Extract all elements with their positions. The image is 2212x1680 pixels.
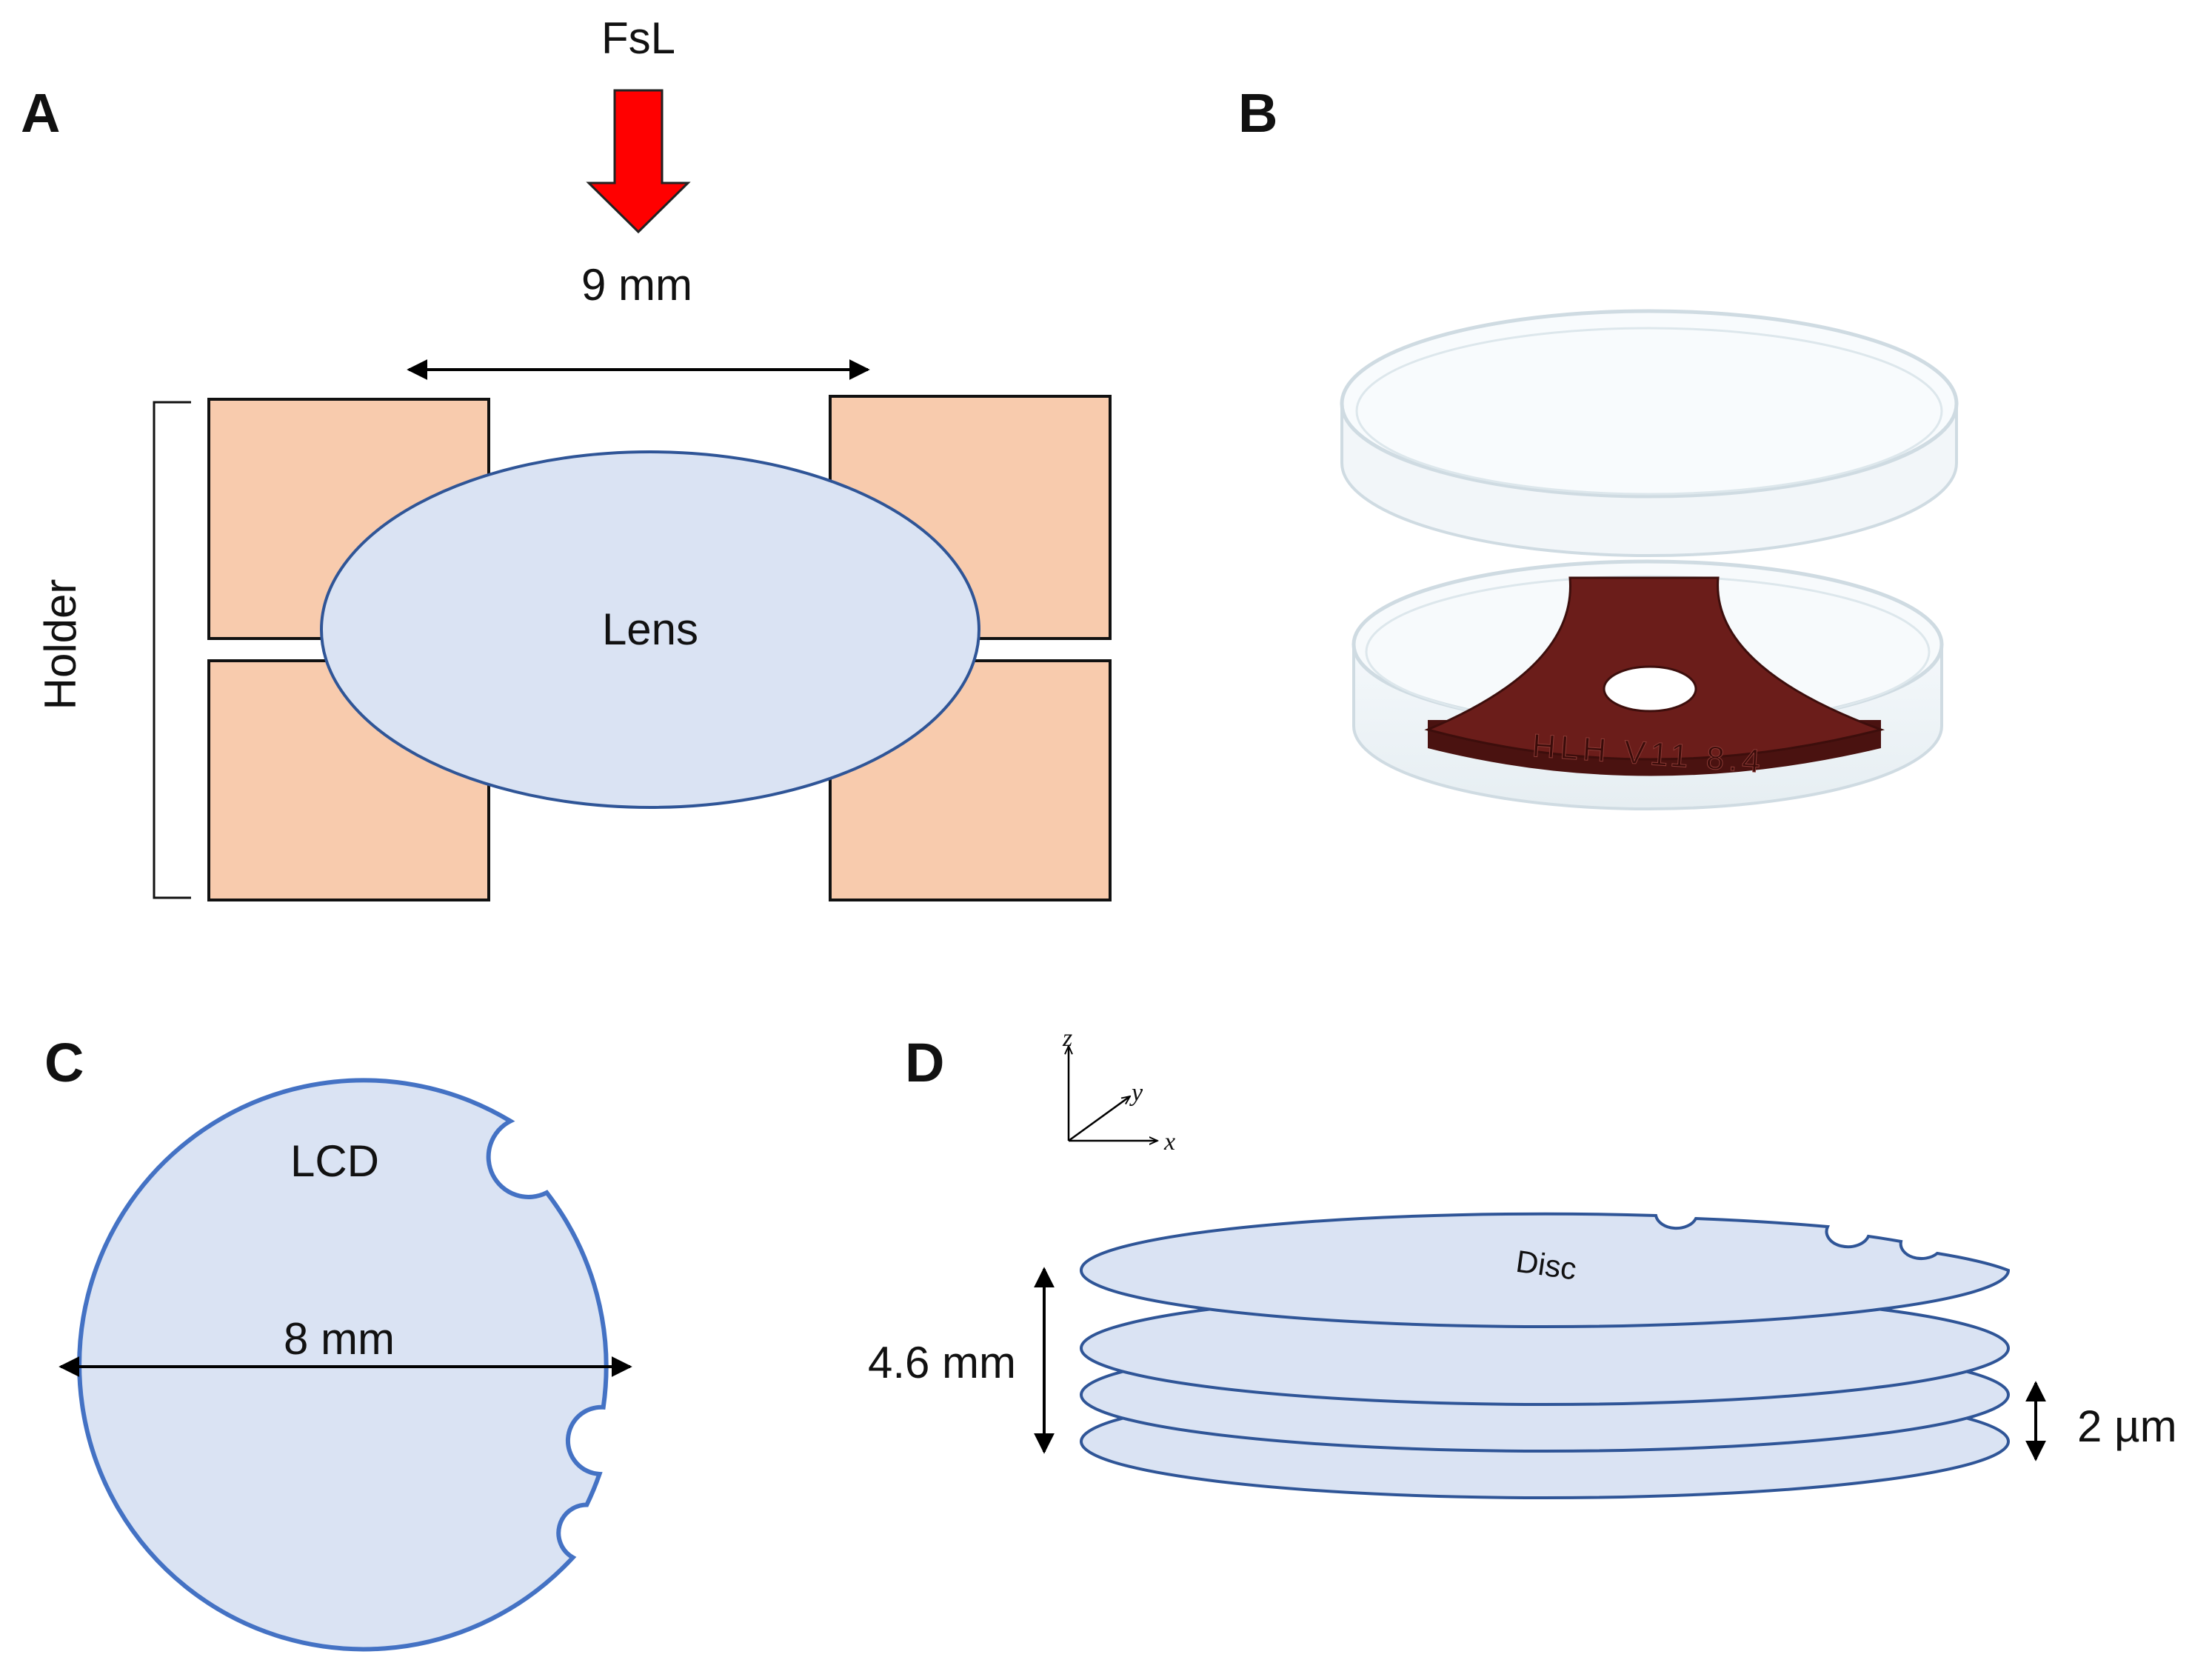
lens-label: Lens	[602, 604, 698, 654]
panel-d: D z y x Disc 4.6 mm 2 µm	[868, 1024, 2177, 1499]
panel-letter-c: C	[44, 1032, 84, 1093]
panel-a: A FsL 9 mm Holder Lens	[21, 13, 1112, 901]
axis-x-label: x	[1163, 1128, 1175, 1156]
holder-bracket	[153, 401, 191, 899]
lens-ellipse	[320, 450, 980, 809]
layer-spacing-label: 2 µm	[2077, 1401, 2177, 1451]
panel-letter-d: D	[905, 1032, 944, 1093]
holder-center-hole	[1603, 665, 1697, 713]
panel-letter-b: B	[1238, 82, 1277, 144]
axis-z-label: z	[1062, 1024, 1072, 1052]
lens-holder-3d: HLH V11 8.4	[1424, 576, 1885, 780]
stack-height-label: 4.6 mm	[868, 1338, 1016, 1387]
panel-c: C LCD 8 mm	[44, 1032, 632, 1652]
lcd-label: LCD	[290, 1136, 379, 1186]
petri-dish-top	[1340, 309, 1959, 557]
panel-letter-a: A	[21, 82, 60, 144]
lcd-diameter-label: 8 mm	[284, 1314, 395, 1364]
axis-y-label: y	[1129, 1079, 1143, 1107]
coordinate-axes: z y x	[1062, 1024, 1175, 1156]
holder-label: Holder	[36, 579, 85, 710]
disc-label: Disc	[1514, 1244, 1578, 1287]
laser-arrow	[586, 89, 691, 234]
laser-label: FsL	[601, 13, 675, 63]
lens-width-label: 9 mm	[581, 260, 692, 310]
disc-layer-top	[1079, 1212, 2011, 1328]
panel-b: B HLH V11 8.4	[1238, 82, 1959, 810]
holder-block-bottom-right	[829, 659, 1112, 901]
